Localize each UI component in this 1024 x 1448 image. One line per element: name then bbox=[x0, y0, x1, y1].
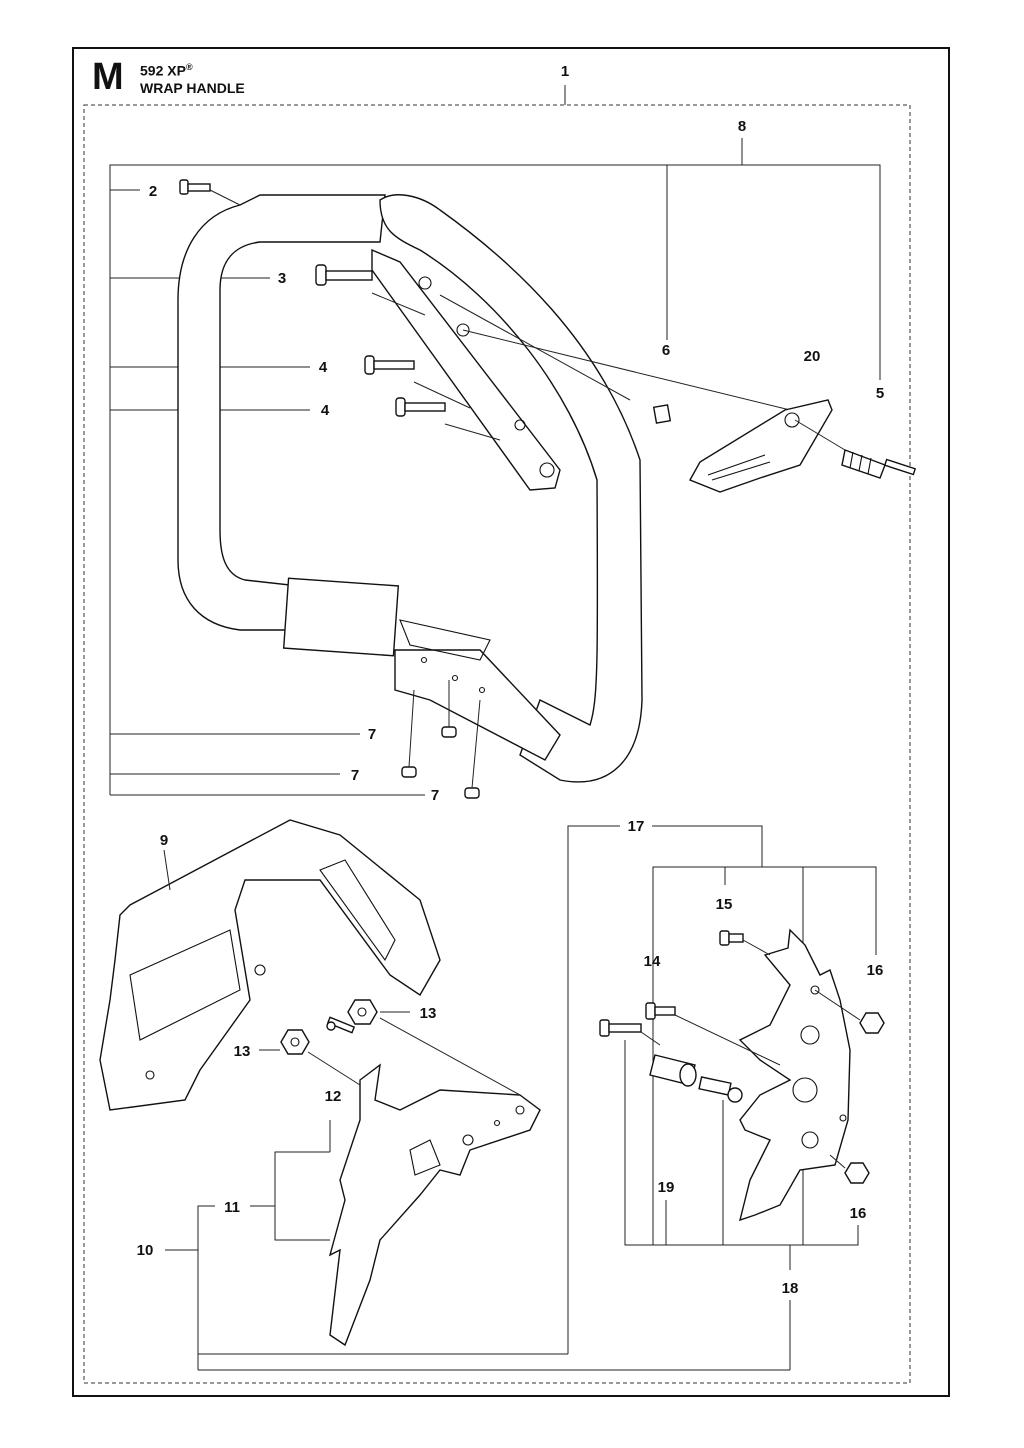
section-letter: M bbox=[92, 56, 124, 98]
callout-20: 20 bbox=[804, 348, 821, 365]
screw-12 bbox=[326, 1016, 356, 1034]
callout-11: 11 bbox=[224, 1199, 240, 1216]
callout-10: 10 bbox=[137, 1242, 154, 1259]
callout-4-lower: 4 bbox=[321, 402, 330, 419]
callout-5: 5 bbox=[876, 385, 884, 402]
model-number: 592 XP bbox=[140, 62, 186, 79]
spacer-19 bbox=[649, 1054, 743, 1103]
bracket-10-11 bbox=[163, 849, 790, 1371]
wrap-handle-bar bbox=[177, 194, 643, 783]
av-spring-5 bbox=[794, 419, 917, 479]
callout-14: 14 bbox=[644, 953, 661, 970]
bracket-18 bbox=[624, 1040, 859, 1370]
screw-4-lower bbox=[395, 397, 501, 441]
screw-4-upper bbox=[364, 355, 471, 409]
callout-7-bottom: 7 bbox=[431, 787, 439, 804]
screw-3 bbox=[315, 264, 426, 316]
callout-17: 17 bbox=[628, 818, 645, 835]
callout-7-top: 7 bbox=[368, 726, 376, 743]
nut-16-upper bbox=[814, 989, 885, 1034]
callout-19: 19 bbox=[658, 1179, 675, 1196]
housing-part-9 bbox=[99, 819, 441, 1111]
callout-16-upper: 16 bbox=[867, 962, 884, 979]
callout-12: 12 bbox=[325, 1088, 342, 1105]
callout-3: 3 bbox=[278, 270, 286, 287]
callout-9: 9 bbox=[160, 832, 168, 849]
bumper-spike-10-11 bbox=[328, 1063, 541, 1347]
callout-15: 15 bbox=[716, 896, 733, 913]
model-name: 592 XP® bbox=[140, 62, 193, 79]
nut-16-lower bbox=[829, 1154, 870, 1184]
handle-bracket-20 bbox=[689, 399, 833, 493]
spike-plate-17 bbox=[738, 928, 851, 1222]
nut-13-left bbox=[280, 1029, 361, 1086]
callout-8: 8 bbox=[738, 118, 746, 135]
screw-15 bbox=[719, 930, 771, 956]
leader-bar-to-20 bbox=[462, 329, 791, 411]
assembly-boundary bbox=[83, 104, 911, 1384]
screw-14-lower bbox=[599, 1019, 661, 1046]
callout-1: 1 bbox=[561, 63, 569, 80]
callout-2: 2 bbox=[149, 183, 157, 200]
callout-13-right: 13 bbox=[420, 1005, 437, 1022]
diagram-frame bbox=[72, 47, 950, 1397]
callout-16-lower: 16 bbox=[850, 1205, 867, 1222]
screw-2 bbox=[179, 179, 241, 206]
bracket-17 bbox=[567, 825, 877, 1354]
callout-18: 18 bbox=[782, 1280, 799, 1297]
screws-7 bbox=[401, 680, 481, 799]
callout-6: 6 bbox=[662, 342, 670, 359]
square-nut-6 bbox=[652, 404, 672, 424]
screw-14-upper bbox=[645, 1002, 781, 1066]
registered-mark: ® bbox=[185, 62, 193, 72]
page-title: WRAP HANDLE bbox=[140, 80, 245, 96]
callout-4-upper: 4 bbox=[319, 359, 328, 376]
leader-bar-to-6 bbox=[439, 294, 631, 401]
callout-7-middle: 7 bbox=[351, 767, 359, 784]
callout-13-left: 13 bbox=[234, 1043, 251, 1060]
nut-13-right bbox=[347, 999, 521, 1096]
